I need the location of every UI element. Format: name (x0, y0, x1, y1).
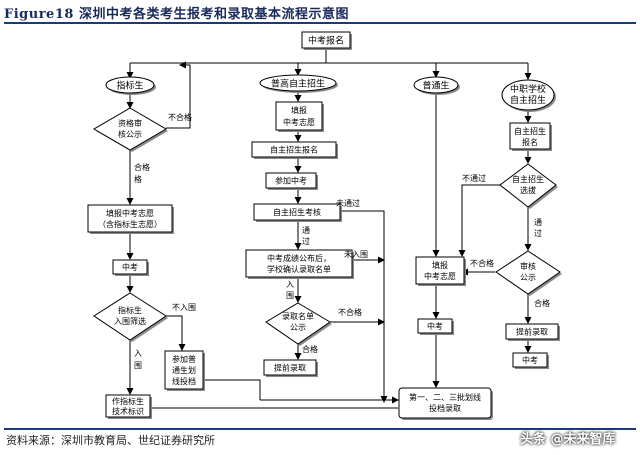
watermark: 头条 @未来智库 (520, 432, 616, 447)
node-zk-right: 中考 (512, 352, 549, 369)
svg-text:填报: 填报 (432, 260, 448, 270)
svg-text:自主招生: 自主招生 (510, 94, 546, 106)
svg-text:资格审: 资格审 (118, 118, 142, 128)
svg-text:投档录取: 投档录取 (429, 403, 461, 413)
node-canjia-putong: 参加普 通生划 线投档 (164, 350, 205, 391)
svg-text:入围筛选: 入围筛选 (114, 316, 146, 326)
node-zuo-zbs: 作指标生 技术标识 (105, 394, 152, 419)
svg-text:中考志愿: 中考志愿 (283, 117, 315, 127)
svg-text:不入围: 不入围 (172, 303, 196, 312)
svg-text:（含指标生志愿）: （含指标生志愿） (98, 219, 162, 229)
svg-text:线投档: 线投档 (172, 376, 196, 386)
node-zbs-ruwei-diamond: 指标生 入围筛选 (93, 292, 168, 342)
svg-text:中考: 中考 (427, 321, 443, 331)
svg-text:选拔: 选拔 (520, 185, 536, 195)
node-tiqian-mid: 提前录取 (263, 359, 318, 377)
node-putong-ellipse: 普通生 (413, 76, 460, 95)
svg-text:过: 过 (302, 236, 310, 246)
svg-text:中考报名: 中考报名 (308, 35, 344, 47)
svg-text:提前录取: 提前录取 (274, 363, 306, 373)
node-start: 中考报名 (301, 31, 352, 50)
svg-text:提前录取: 提前录取 (516, 327, 548, 337)
node-canjia-zk: 参加中考 (265, 172, 318, 190)
svg-text:中考志愿: 中考志愿 (424, 271, 456, 281)
svg-text:公示: 公示 (290, 323, 306, 332)
svg-text:指标生: 指标生 (116, 80, 143, 92)
svg-text:过: 过 (534, 228, 542, 238)
svg-text:技术标识: 技术标识 (112, 406, 144, 416)
svg-text:未通过: 未通过 (336, 198, 360, 208)
top-rule (4, 22, 636, 24)
svg-text:报名: 报名 (522, 137, 538, 147)
node-zhibiao-ellipse: 指标生 (105, 76, 156, 95)
svg-text:公示: 公示 (520, 273, 536, 282)
node-zk-putong: 中考 (417, 318, 454, 335)
svg-text:参加中考: 参加中考 (275, 176, 307, 186)
svg-text:填报中考志愿: 填报中考志愿 (106, 208, 154, 218)
bottom-rule (4, 428, 636, 430)
svg-text:不合格: 不合格 (338, 307, 362, 317)
svg-text:自主招生报名: 自主招生报名 (270, 145, 318, 155)
svg-text:自主招生考核: 自主招生考核 (273, 207, 321, 217)
svg-text:通: 通 (302, 225, 310, 235)
svg-text:中考成绩公布后，: 中考成绩公布后， (267, 253, 331, 263)
svg-text:中职学校: 中职学校 (510, 83, 546, 95)
node-zk-left: 中考 (112, 259, 149, 276)
svg-text:入: 入 (286, 280, 294, 289)
node-zk-chengji: 中考成绩公布后， 学校确认录取名单 (245, 249, 354, 279)
svg-text:指标生: 指标生 (118, 305, 142, 315)
svg-text:普高自主招生: 普高自主招生 (271, 78, 325, 90)
svg-text:学校确认录取名单: 学校确认录取名单 (267, 264, 331, 274)
figure-title: Figure18 深圳中考各类考生报考和录取基本流程示意图 (4, 7, 349, 22)
node-tianbao-zk: 填报 中考志愿 (275, 101, 324, 132)
svg-text:格: 格 (134, 174, 142, 184)
node-luqu-gongshi-diamond: 录取名单 公示 (265, 302, 332, 346)
svg-text:核公示: 核公示 (118, 129, 142, 139)
node-zhongzhi-baoming: 自主招生 报名 (509, 122, 552, 151)
svg-text:通: 通 (534, 217, 542, 227)
figure-source: 资料来源：深圳市教育局、世纪证券研究所 (6, 434, 215, 447)
connectors (126, 50, 532, 409)
svg-text:录取名单: 录取名单 (282, 311, 314, 321)
edge-labels: 不合格 合格 格 不入围 入 围 通 过 未通过 未入围 入 围 不合格 合格 … (134, 112, 550, 370)
svg-text:未入围: 未入围 (344, 249, 368, 259)
svg-text:入: 入 (134, 349, 142, 358)
svg-text:参加普: 参加普 (172, 354, 196, 364)
svg-text:普通生: 普通生 (422, 80, 449, 92)
svg-text:合格: 合格 (302, 344, 318, 354)
node-zhongzhi-xuanba-diamond: 自主招生 选拔 (499, 163, 558, 209)
svg-text:通生划: 通生划 (172, 365, 196, 375)
svg-text:合格: 合格 (134, 162, 150, 172)
svg-text:自主招生: 自主招生 (514, 126, 546, 136)
svg-text:中考: 中考 (522, 355, 538, 365)
svg-text:围: 围 (286, 291, 294, 300)
node-tiqian-right: 提前录取 (505, 323, 560, 341)
svg-text:不合格: 不合格 (470, 258, 494, 268)
node-zizhu-baoming: 自主招生报名 (251, 141, 338, 159)
svg-text:审核: 审核 (520, 261, 536, 271)
svg-text:自主招生: 自主招生 (512, 174, 544, 184)
node-zizhu-kaohe: 自主招生考核 (253, 203, 342, 222)
svg-text:填报: 填报 (291, 105, 307, 115)
svg-text:第一、二、三批划线: 第一、二、三批划线 (409, 392, 481, 402)
svg-text:中考: 中考 (122, 262, 138, 272)
node-zige-diamond: 资格审 核公示 (93, 107, 168, 152)
svg-text:围: 围 (134, 361, 142, 370)
node-shenhe-diamond: 审核 公示 (495, 250, 562, 296)
node-putong-zizhao-ellipse: 普高自主招生 (259, 74, 338, 93)
node-tianbao-zbs: 填报中考志愿 （含指标生志愿） (87, 204, 174, 234)
node-zhongzhi-ellipse: 中职学校 自主招生 (501, 79, 556, 112)
node-final: 第一、二、三批划线 投档录取 (398, 387, 493, 420)
node-tianbao-putong: 填报 中考志愿 (415, 256, 466, 286)
svg-text:作指标生: 作指标生 (112, 396, 144, 406)
svg-text:不通过: 不通过 (462, 173, 486, 183)
svg-text:合格: 合格 (534, 298, 550, 308)
svg-text:不合格: 不合格 (168, 112, 192, 122)
